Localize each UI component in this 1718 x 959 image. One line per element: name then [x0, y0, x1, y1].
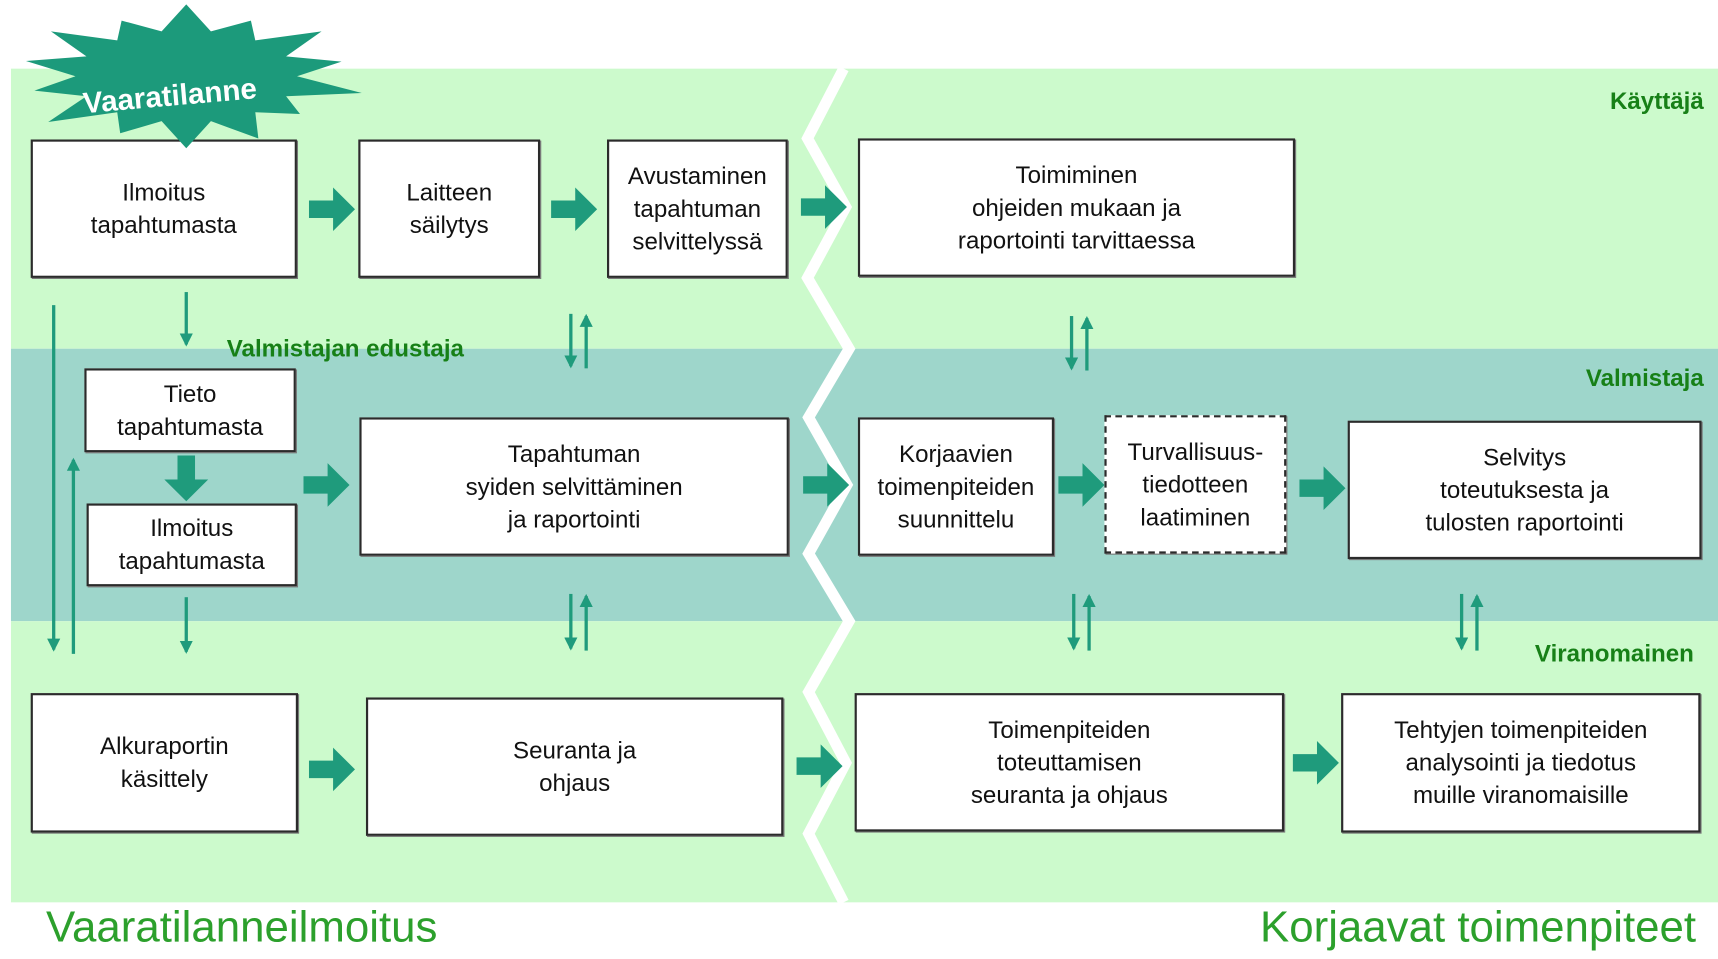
box-text-line: Tehtyjen toimenpiteiden — [1394, 715, 1648, 744]
box-seuranta-ja-ohjaus: Seuranta ja ohjaus — [365, 697, 784, 836]
box-text-line: tapahtumasta — [118, 547, 265, 575]
box-toteuttamisen-seuranta: Toimenpiteiden toteuttamisen seuranta ja… — [854, 693, 1285, 832]
box-tieto-tapahtumasta: Tieto tapahtumasta — [84, 368, 296, 453]
box-text-line: tapahtuman — [633, 194, 762, 222]
lane-label-kayttaja: Käyttäjä — [1609, 87, 1704, 115]
box-text-line: analysointi ja tiedotus — [1405, 748, 1637, 776]
box-text-line: Avustaminen — [627, 161, 767, 190]
lane-label-valmistaja: Valmistaja — [1585, 363, 1704, 392]
phase-label-vaaratilanneilmoitus: Vaaratilanneilmoitus — [46, 903, 438, 952]
bidirectional-arrows-avustaminen-syiden — [564, 313, 593, 369]
box-korjaavien-suunnittelu: Korjaavien toimenpiteiden suunnittelu — [857, 417, 1055, 556]
box-text-line: Korjaavien — [899, 439, 1013, 467]
lane-label-viranomainen: Viranomainen — [1534, 639, 1694, 667]
box-text-line: suunnittelu — [897, 505, 1015, 533]
box-text-line: Alkuraportin — [100, 732, 229, 760]
box-text-line: muille viranomaisille — [1412, 781, 1629, 809]
box-text-line: käsittely — [120, 765, 208, 793]
box-text-line: Turvallisuus- — [1127, 437, 1264, 465]
box-avustaminen: Avustaminen tapahtuman selvittelyssä — [606, 139, 788, 278]
bidirectional-arrows-syiden-seuranta — [564, 593, 593, 651]
lane-label-valmistajan-edustaja: Valmistajan edustaja — [226, 334, 464, 362]
box-ilmoitus-tapahtumasta-valmistaja: Ilmoitus tapahtumasta — [86, 503, 297, 587]
box-text-line: seuranta ja ohjaus — [970, 780, 1168, 809]
bidirectional-arrows-korjaavien-toteuttamisen — [1067, 593, 1096, 651]
box-text-line: syiden selvittäminen — [465, 472, 683, 500]
box-text-line: Seuranta ja — [513, 736, 637, 764]
box-text-line: toteutuksesta ja — [1440, 475, 1610, 503]
box-text-line: raportointi tarvittaessa — [957, 226, 1196, 254]
bidirectional-arrows-selvitys-tehtyjen — [1455, 593, 1484, 651]
box-text-line: Selvitys — [1483, 442, 1567, 471]
box-text-line: toimenpiteiden — [877, 472, 1035, 500]
box-laitteen-sailytys: Laitteen säilytys — [358, 139, 541, 278]
box-text-line: tapahtumasta — [90, 210, 237, 239]
box-syiden-selvittaminen: Tapahtuman syiden selvittäminen ja rapor… — [359, 417, 789, 556]
box-text-line: Tieto — [163, 379, 217, 408]
box-tehtyjen-analysointi: Tehtyjen toimenpiteiden analysointi ja t… — [1341, 693, 1701, 833]
box-text-line: Tapahtuman — [507, 439, 641, 467]
box-text-line: Ilmoitus — [150, 514, 234, 542]
box-text-line: ja raportointi — [507, 505, 641, 533]
box-alkuraportin-kasittely: Alkuraportin käsittely — [30, 693, 299, 833]
box-turvallisuustiedote: Turvallisuus- tiedotteen laatiminen — [1104, 415, 1287, 554]
box-text-line: Toimiminen — [1015, 160, 1138, 188]
box-text-line: tiedotteen — [1142, 470, 1249, 498]
box-ilmoitus-tapahtumasta-kayttaja: Ilmoitus tapahtumasta — [30, 139, 297, 278]
box-text-line: Ilmoitus — [122, 178, 206, 206]
box-text-line: ohjaus — [539, 768, 611, 797]
phase-label-korjaavat-toimenpiteet: Korjaavat toimenpiteet — [1259, 903, 1697, 952]
box-text-line: laatiminen — [1140, 502, 1251, 531]
box-text-line: Toimenpiteiden — [988, 715, 1151, 743]
box-selvitys-toteutuksesta: Selvitys toteutuksesta ja tulosten rapor… — [1347, 420, 1702, 560]
box-text-line: selvittelyssä — [632, 227, 763, 255]
box-text-line: tulosten raportointi — [1425, 508, 1624, 536]
box-toimiminen-ohjeiden-mukaan: Toimiminen ohjeiden mukaan ja raportoint… — [857, 138, 1296, 277]
box-text-line: säilytys — [409, 210, 489, 239]
box-text-line: ohjeiden mukaan ja — [971, 193, 1182, 221]
box-text-line: tapahtumasta — [117, 412, 264, 440]
box-text-line: Laitteen — [406, 178, 493, 206]
box-text-line: toteuttamisen — [997, 748, 1142, 776]
bidirectional-arrows-toimiminen-korjaavien — [1064, 316, 1094, 371]
